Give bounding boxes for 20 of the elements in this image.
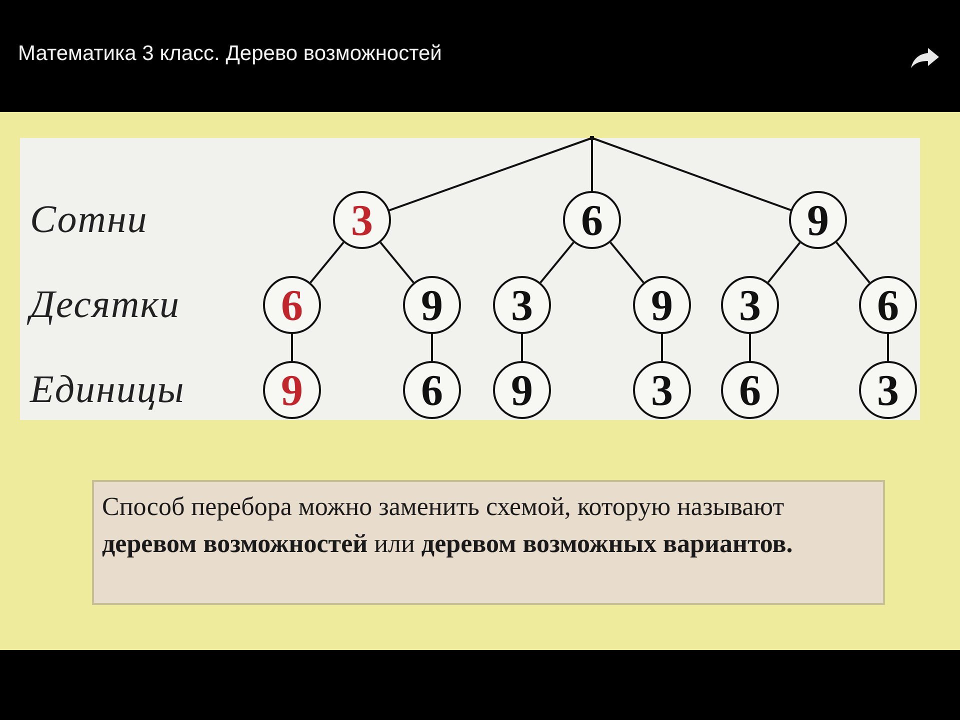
connector-line — [592, 137, 792, 212]
connector-line — [591, 138, 593, 191]
row-label: Единицы — [30, 367, 185, 413]
connector-line — [767, 242, 801, 283]
video-title: Математика 3 класс. Дерево возможностей — [18, 42, 442, 66]
definition-text: Способ перебора можно заменить схемой, которую называют деревом возможностей или деревом возможных вариантов. — [92, 480, 885, 605]
connector-line — [887, 334, 889, 361]
connector-line — [836, 242, 870, 284]
connector-line — [380, 242, 414, 284]
connector-line — [749, 334, 751, 361]
connector-line — [661, 334, 663, 361]
row-label: Сотни — [30, 197, 148, 243]
connector-line — [388, 137, 592, 212]
connector-line — [521, 334, 523, 361]
connector-line — [610, 242, 644, 284]
connector-line — [431, 334, 433, 361]
connector-line — [310, 242, 344, 284]
connector-line — [540, 242, 574, 284]
junction-point — [590, 136, 594, 140]
connector-line — [291, 334, 293, 361]
